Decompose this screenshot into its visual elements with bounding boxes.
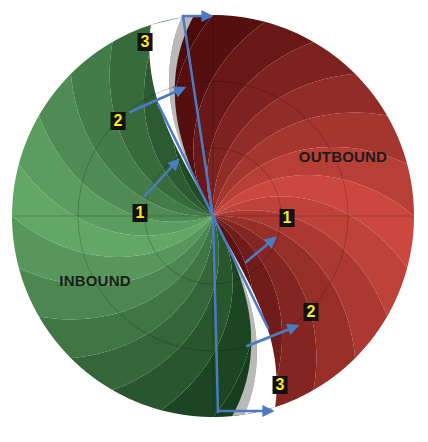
- s-curve-stripe: [149, 17, 213, 216]
- swirl-band: [108, 216, 233, 414]
- velocity-vectors: [130, 16, 297, 412]
- callout-number: 1: [133, 204, 148, 222]
- swirl-band: [8, 160, 213, 257]
- callout-number: 1: [280, 209, 295, 227]
- callout-number: 2: [304, 303, 319, 321]
- callout-number: 3: [138, 33, 153, 51]
- region-label: INBOUND: [59, 272, 130, 289]
- swirl-band: [213, 113, 412, 216]
- swirl-band: [157, 216, 254, 421]
- swirl-band: [210, 216, 282, 421]
- grid-rings: [13, 16, 413, 416]
- swirl-band: [34, 216, 213, 361]
- s-curve-stripe: [213, 216, 277, 415]
- inbound-swirl: [8, 11, 418, 421]
- callout-number: 2: [111, 112, 126, 130]
- s-curve-stripe: [169, 16, 213, 216]
- callout-number: 3: [273, 376, 288, 394]
- region-label: OUTBOUND: [299, 148, 387, 165]
- swirl-band: [14, 216, 213, 319]
- s-curve-stripe: [213, 216, 257, 416]
- swirl-band: [213, 147, 418, 219]
- swirl-band: [66, 216, 219, 394]
- outbound-swirl: [8, 11, 418, 421]
